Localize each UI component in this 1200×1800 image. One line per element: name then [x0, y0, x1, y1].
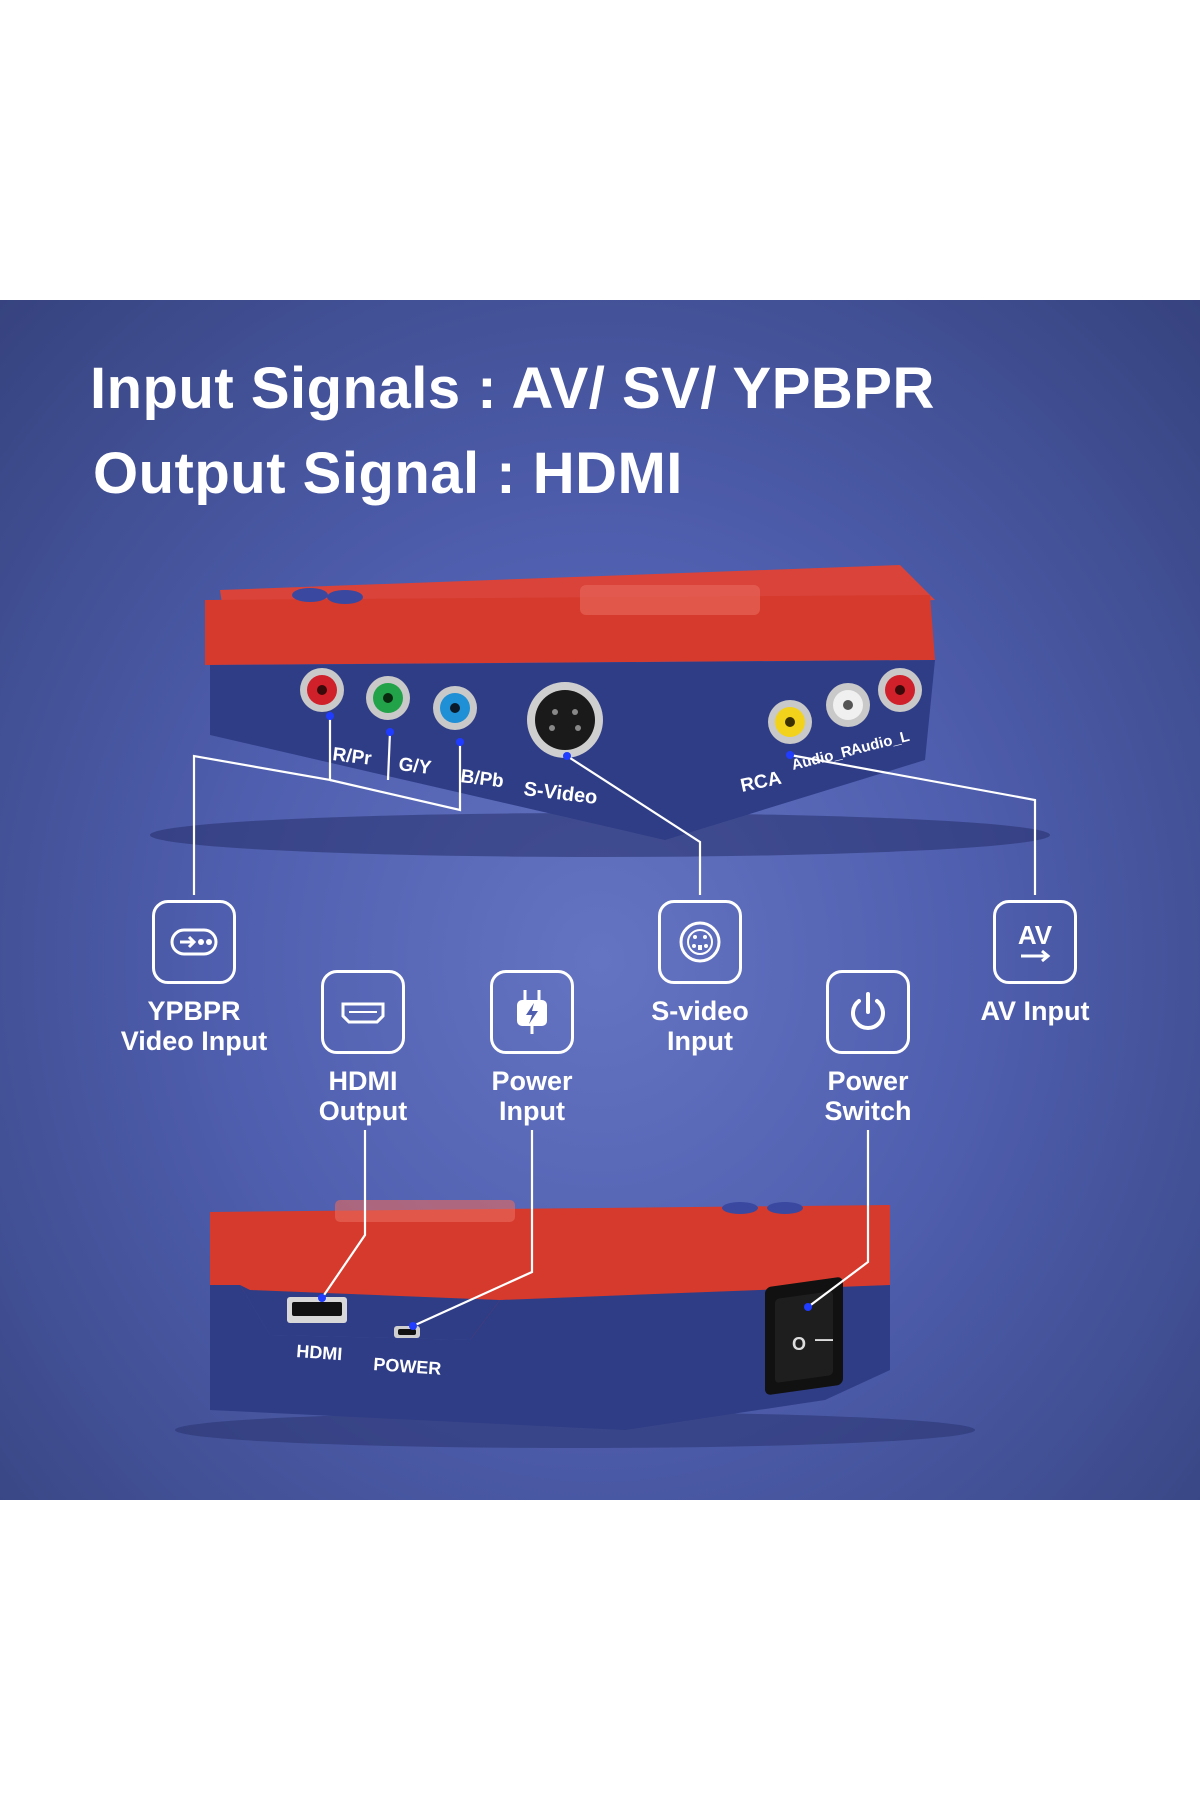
- jack-r-pr: [300, 668, 344, 712]
- input-signals-heading: Input Signals : AV/ SV/ YPBPR: [90, 356, 935, 421]
- jack-audio-r: [826, 683, 870, 727]
- feature-s-video-input: S-video Input: [600, 900, 800, 1056]
- top-device: R/Pr G/Y B/Pb S-Video RCA Audio_R Audio_…: [150, 565, 1050, 857]
- power-button-icon: [826, 970, 910, 1054]
- feature-power-switch: Power Switch: [768, 970, 968, 1126]
- label-b-pb: B/Pb: [459, 766, 505, 792]
- feature-label-ypbpr: YPBPR Video Input: [120, 996, 268, 1056]
- switch-off-mark: O: [792, 1334, 806, 1354]
- power-plug-icon: [490, 970, 574, 1054]
- top-device-red-shell: [205, 595, 935, 665]
- power-rocker-switch: [765, 1277, 843, 1395]
- s-video-connector-icon: [658, 900, 742, 984]
- svg-text:AV: AV: [1018, 920, 1053, 950]
- brand-logo: [580, 585, 760, 615]
- feature-label-power-input: Power Input: [491, 1066, 573, 1126]
- feature-label-hdmi: HDMI Output: [318, 1066, 408, 1126]
- label-g-y: G/Y: [397, 754, 432, 779]
- feature-hdmi-output: HDMI Output: [263, 970, 463, 1126]
- top-callout-lines: [192, 716, 1037, 895]
- feature-label-av: AV Input: [980, 996, 1090, 1026]
- feature-ypbpr-video-input: YPBPR Video Input: [94, 900, 294, 1056]
- bottom-device: O — HDMI POWER: [175, 1200, 975, 1448]
- jack-audio-l: [878, 668, 922, 712]
- top-callout-dots: [326, 712, 794, 760]
- feature-power-input: Power Input: [432, 970, 632, 1126]
- jack-g-y: [366, 676, 410, 720]
- label-hdmi: HDMI: [296, 1341, 343, 1364]
- feature-label-power-switch: Power Switch: [824, 1066, 912, 1126]
- bottom-device-blue-front: [210, 1285, 890, 1430]
- s-video-port: [527, 682, 603, 758]
- jack-rca: [768, 700, 812, 744]
- bottom-callout-dots: [318, 1294, 812, 1330]
- feature-label-s-video: S-video Input: [651, 996, 749, 1056]
- feature-av-input: AV AV Input: [935, 900, 1135, 1026]
- av-arrow-icon: AV: [993, 900, 1077, 984]
- switch-on-mark: —: [815, 1329, 833, 1349]
- output-signal-heading: Output Signal : HDMI: [93, 441, 683, 506]
- component-input-icon: [152, 900, 236, 984]
- hdmi-port-icon: [321, 970, 405, 1054]
- jack-b-pb: [433, 686, 477, 730]
- label-power: POWER: [373, 1354, 442, 1379]
- bottom-callout-lines: [321, 1130, 870, 1328]
- label-r-pr: R/Pr: [331, 744, 373, 770]
- hdmi-port: [287, 1297, 347, 1323]
